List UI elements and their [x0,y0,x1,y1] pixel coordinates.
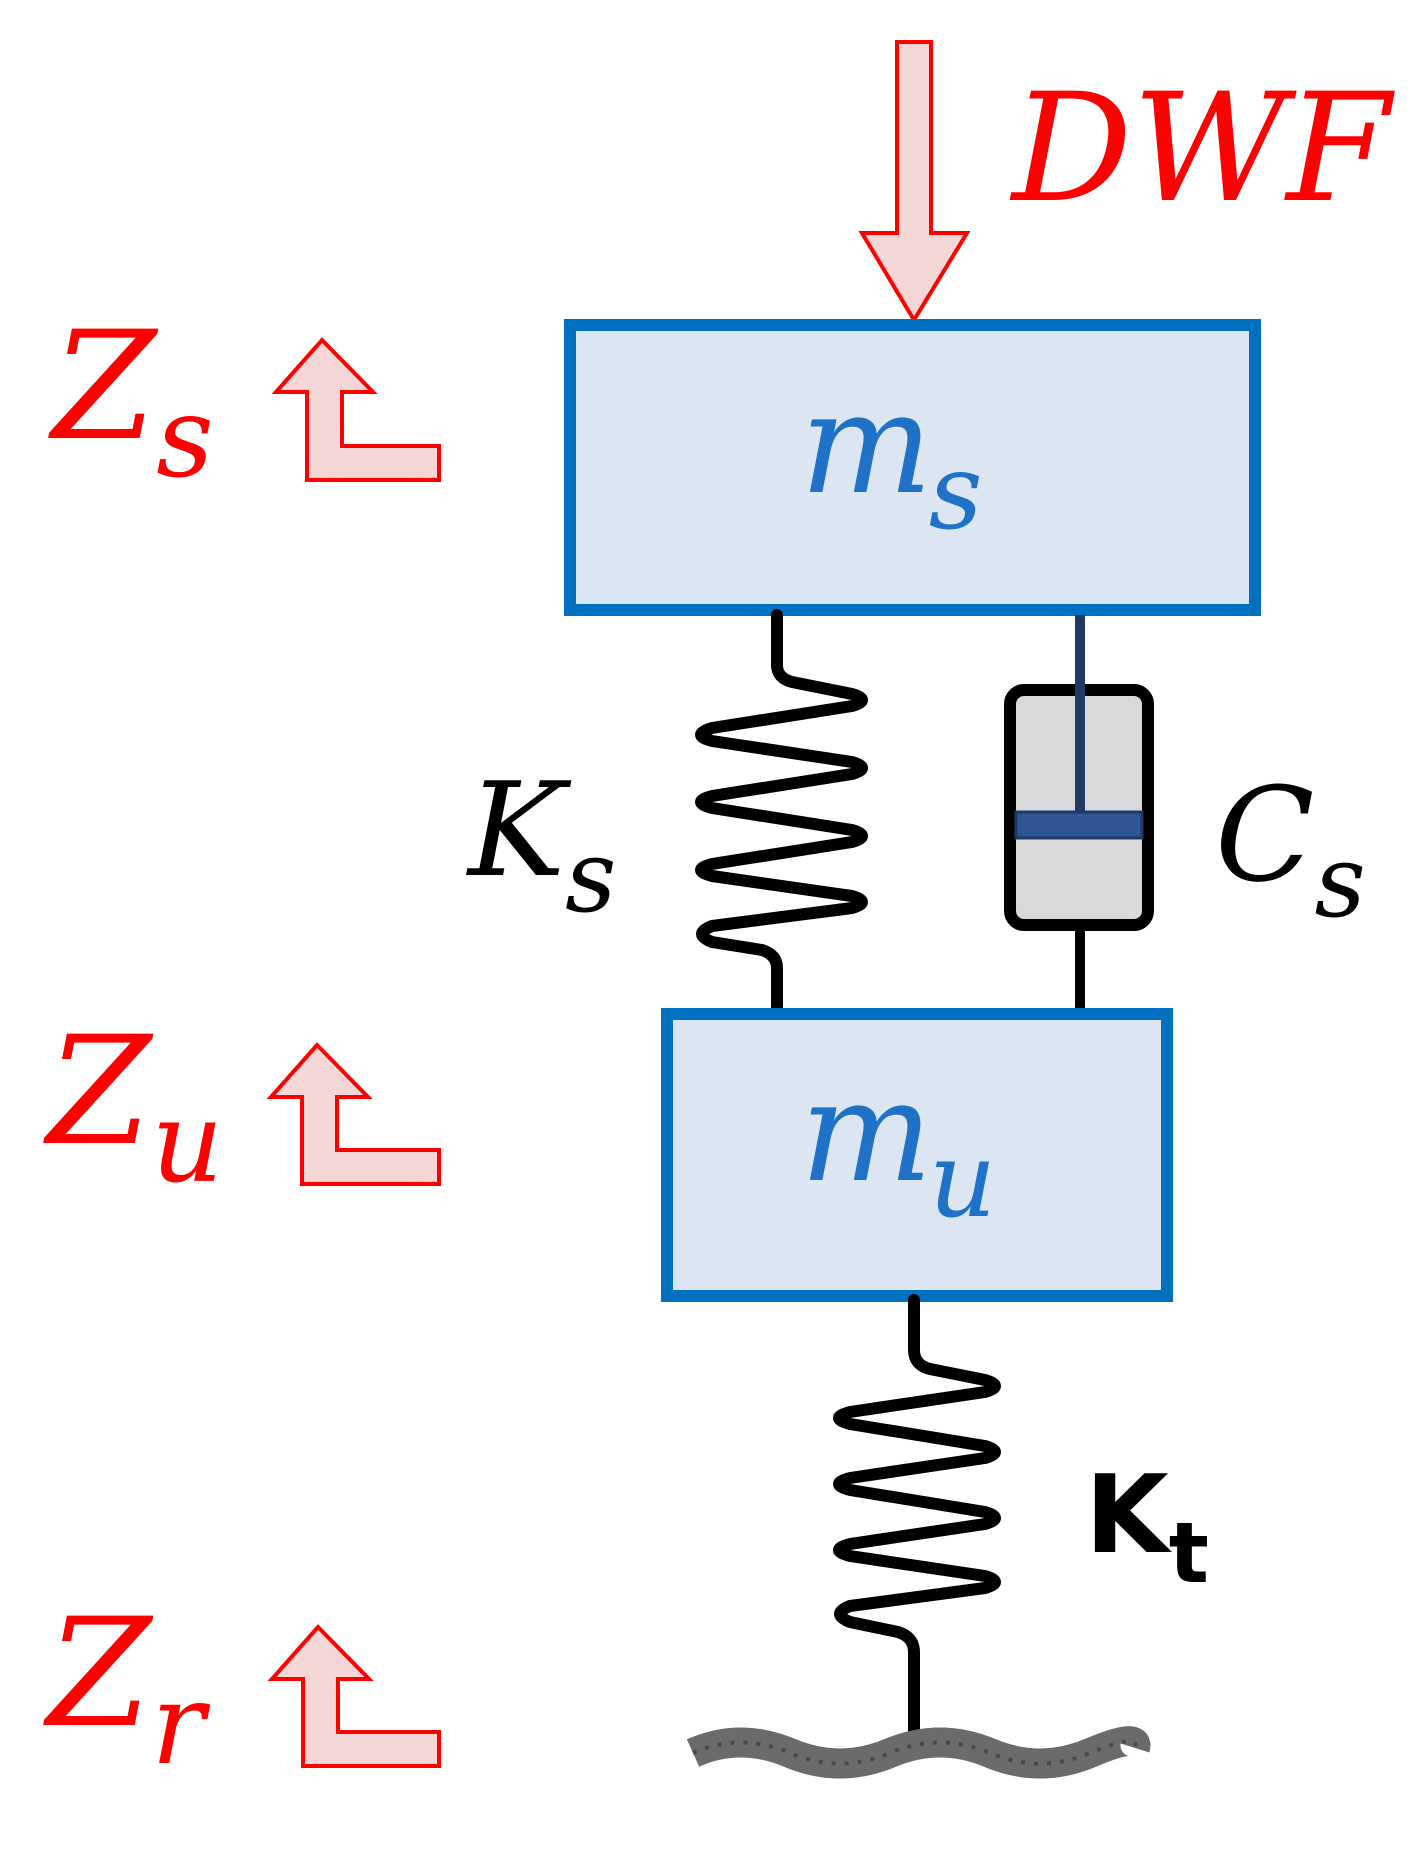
suspension-spring [695,609,868,1016]
unsprung-mass-label: mu [800,1051,996,1241]
force-label: DWF [1009,62,1395,236]
tire-spring [833,1294,1001,1744]
unsprung-mass-box [661,1008,1173,1302]
damper-piston [1014,810,1144,840]
sprung-mass-box [564,319,1261,616]
road-displacement-label: Zr [43,1587,211,1790]
sprung-displacement-arrow-icon [271,337,441,482]
road-surface [686,1726,1151,1779]
unsprung-displacement-arrow-icon [266,1042,441,1186]
unsprung-displacement-label: Zu [43,1005,223,1208]
damper-label: Cs [1215,759,1366,940]
tire-spring-label: Kt [1085,1453,1209,1602]
force-arrow-icon [858,40,971,324]
sprung-mass-label: ms [800,363,983,553]
suspension-spring-label: Ks [466,754,616,935]
sprung-displacement-label: Zs [48,300,214,503]
road-displacement-arrow-icon [267,1624,441,1768]
